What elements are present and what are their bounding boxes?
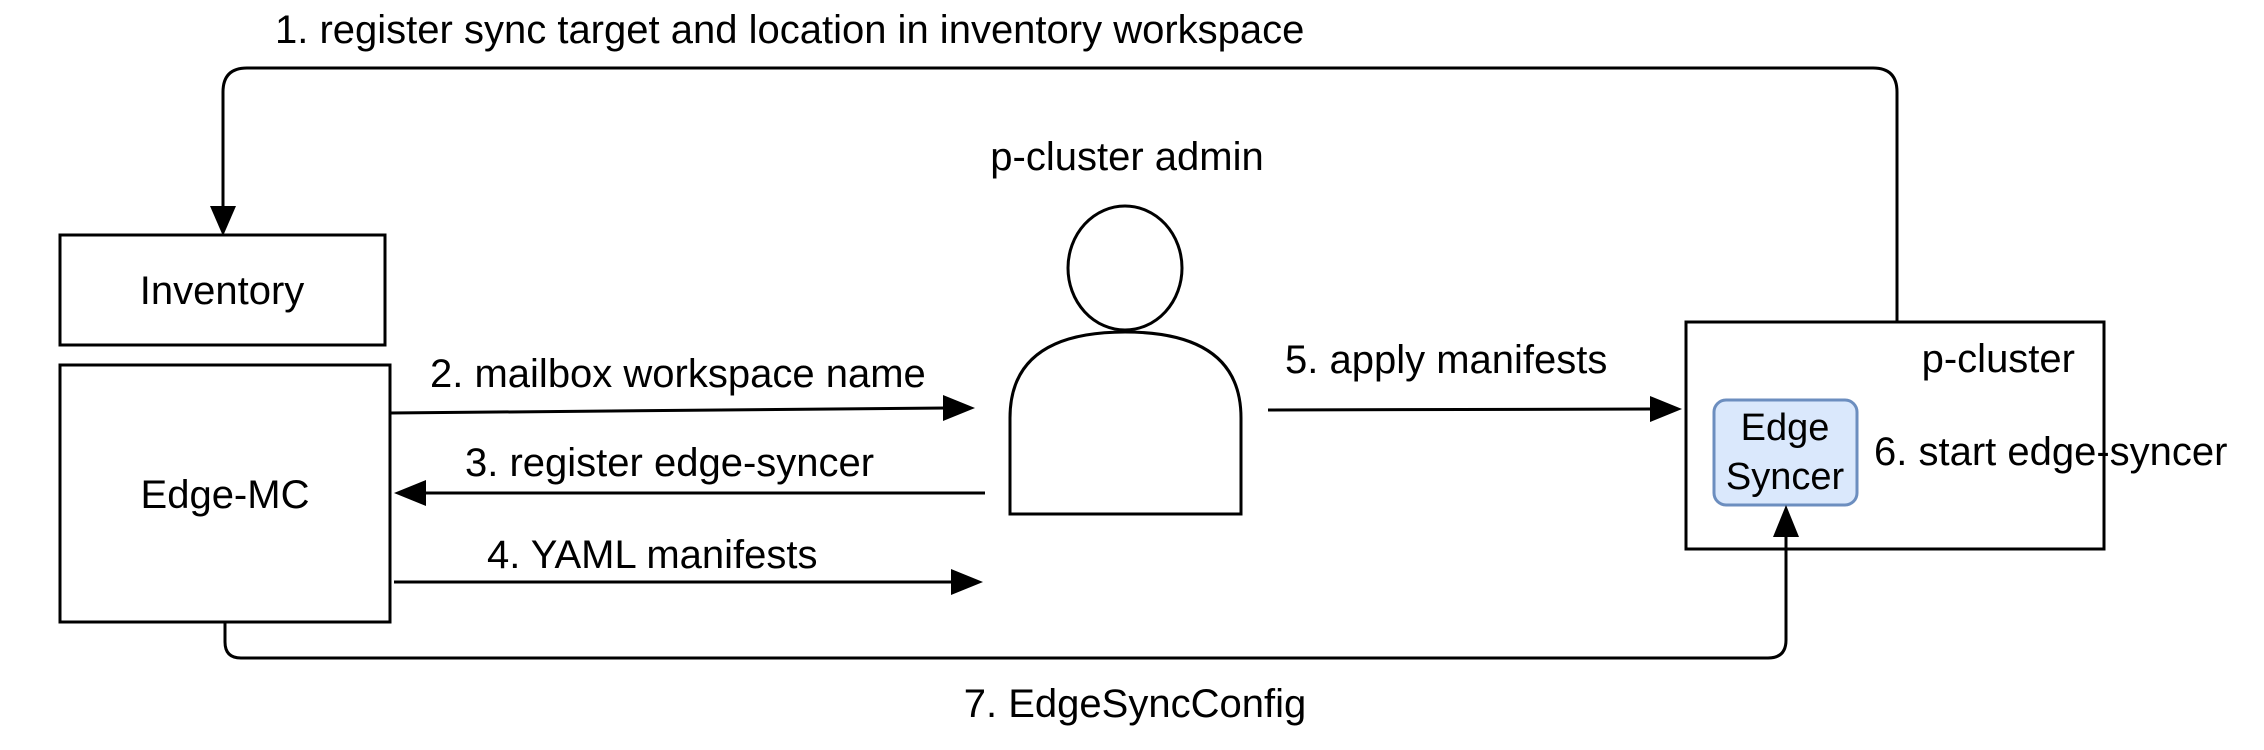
p-cluster-label: p-cluster (1922, 337, 2075, 381)
edge-syncer-label-line1: Edge (1741, 407, 1830, 449)
edge-mailbox-workspace (389, 406, 948, 415)
inventory-label: Inventory (140, 269, 305, 313)
admin-person-icon (1008, 204, 1243, 516)
edge-label-step4: 4. YAML manifests (487, 533, 818, 577)
edge-label-step6: 6. start edge-syncer (1874, 430, 2228, 474)
edge-mc-box (58, 363, 392, 624)
edge-apply-manifests (1267, 407, 1655, 412)
edge-syncer-box (1712, 398, 1859, 507)
inventory-box (58, 233, 387, 347)
edge-label-step3: 3. register edge-syncer (465, 441, 874, 485)
admin-person-body (1008, 330, 1243, 516)
edge-register-sync-target-arrowhead (210, 206, 236, 236)
edge-yaml-manifests-arrowhead (951, 569, 983, 595)
edge-label-step2: 2. mailbox workspace name (430, 352, 926, 396)
edge-register-edge-syncer-arrowhead (394, 480, 426, 506)
edge-label-step5: 5. apply manifests (1285, 338, 1607, 382)
admin-label: p-cluster admin (990, 135, 1263, 179)
edge-label-step1: 1. register sync target and location in … (275, 8, 1304, 52)
edge-edgesyncconfig-arrowhead (1773, 505, 1799, 537)
edge-mailbox-workspace-arrowhead (943, 395, 975, 421)
edge-register-sync-target (221, 66, 1899, 322)
admin-person-head (1066, 204, 1184, 332)
edge-edgesyncconfig (223, 533, 1788, 660)
edge-mc-label: Edge-MC (141, 473, 310, 517)
edge-syncer-label-line2: Syncer (1726, 456, 1845, 498)
edge-label-step7: 7. EdgeSyncConfig (964, 682, 1306, 726)
edge-apply-manifests-arrowhead (1650, 396, 1682, 422)
